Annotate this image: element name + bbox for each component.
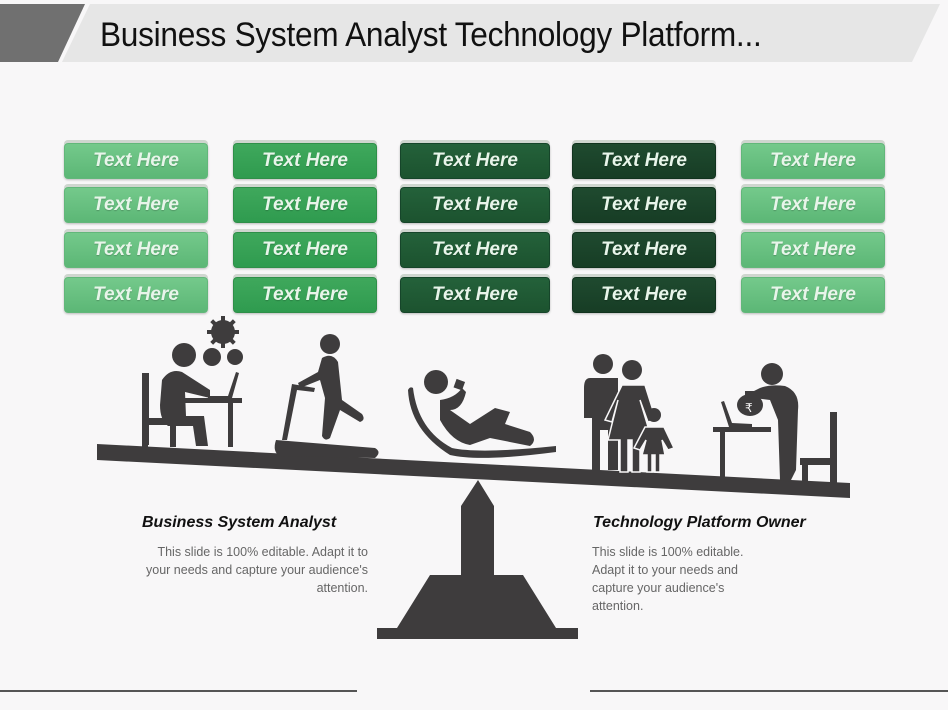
- text-box-c4-r3[interactable]: Text Here: [572, 232, 716, 268]
- fulcrum-icon: [377, 480, 578, 639]
- gears-icon: [203, 316, 243, 366]
- text-box-c5-r1[interactable]: Text Here: [741, 143, 885, 179]
- text-box-c1-r1[interactable]: Text Here: [64, 143, 208, 179]
- footer-divider-left: [0, 690, 357, 692]
- left-caption-body: This slide is 100% editable. Adapt it to…: [146, 545, 368, 595]
- text-box-c4-r1[interactable]: Text Here: [572, 143, 716, 179]
- text-box-c1-r2[interactable]: Text Here: [64, 187, 208, 223]
- seesaw-plank-icon: [97, 444, 850, 498]
- text-box-c5-r3[interactable]: Text Here: [741, 232, 885, 268]
- text-box-c4-r2[interactable]: Text Here: [572, 187, 716, 223]
- right-caption-title: Technology Platform Owner: [593, 514, 806, 531]
- text-box-c3-r3[interactable]: Text Here: [400, 232, 550, 268]
- left-caption-title: Business System Analyst: [142, 514, 337, 531]
- text-box-c3-r2[interactable]: Text Here: [400, 187, 550, 223]
- title-band: Business System Analyst Technology Platf…: [0, 4, 948, 62]
- text-box-c5-r2[interactable]: Text Here: [741, 187, 885, 223]
- family-icon: [584, 354, 676, 473]
- page-title: Business System Analyst Technology Platf…: [100, 16, 762, 54]
- text-box-c1-r3[interactable]: Text Here: [64, 232, 208, 268]
- text-box-c2-r2[interactable]: Text Here: [233, 187, 377, 223]
- text-box-c2-r1[interactable]: Text Here: [233, 143, 377, 179]
- text-box-c5-r4[interactable]: Text Here: [741, 277, 885, 313]
- person-at-laptop-icon: [142, 343, 242, 447]
- rupee-symbol: ₹: [745, 401, 753, 415]
- footer-divider-right: [590, 690, 948, 692]
- treadmill-runner-icon: [274, 334, 379, 458]
- text-box-c4-r4[interactable]: Text Here: [572, 277, 716, 313]
- text-box-c3-r1[interactable]: Text Here: [400, 143, 550, 179]
- reclining-person-icon: [408, 370, 556, 458]
- text-box-c2-r3[interactable]: Text Here: [233, 232, 377, 268]
- text-box-c3-r4[interactable]: Text Here: [400, 277, 550, 313]
- title-band-shape: [0, 4, 940, 62]
- right-caption-body: This slide is 100% editable. Adapt it to…: [592, 545, 744, 613]
- text-box-c1-r4[interactable]: Text Here: [64, 277, 208, 313]
- person-with-money-bag-icon: ₹: [713, 363, 837, 484]
- text-box-c2-r4[interactable]: Text Here: [233, 277, 377, 313]
